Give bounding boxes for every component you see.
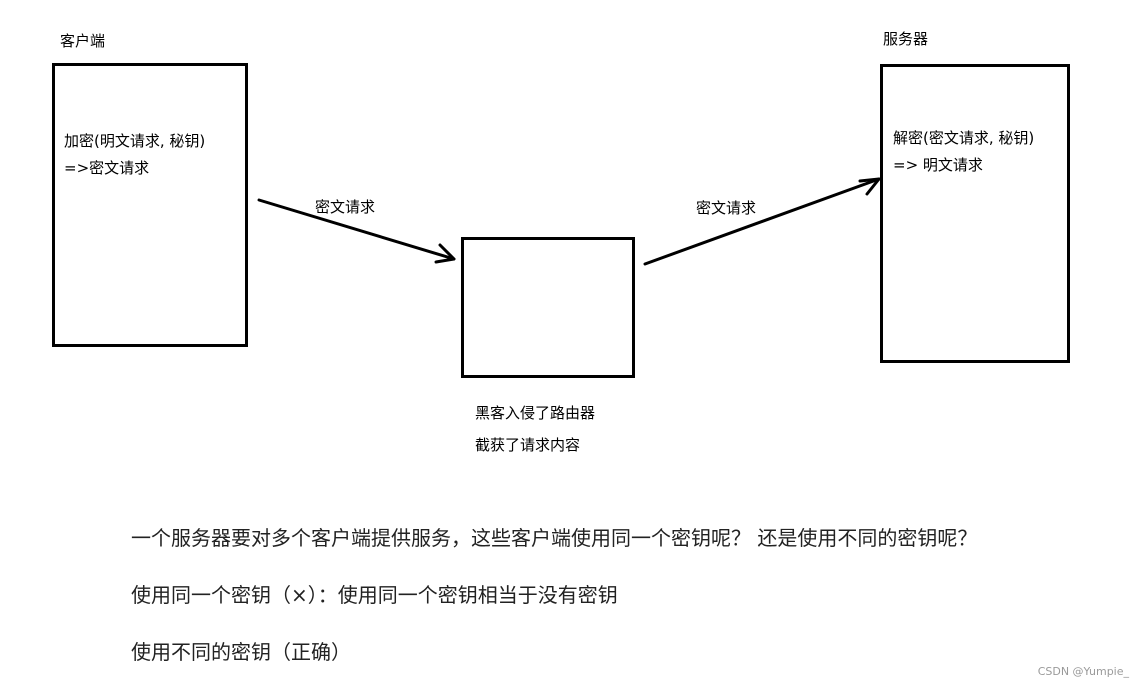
router-caption-1: 黑客入侵了路由器 [475,404,596,422]
server-line-2: => 明文请求 [893,156,983,174]
client-box: 加密(明文请求, 秘钥) =>密文请求 [52,63,248,347]
arrow-label-right: 密文请求 [696,199,757,217]
arrow-label-left: 密文请求 [315,198,376,216]
server-line-1: 解密(密文请求, 秘钥) [893,129,1035,147]
note-same-key: 使用同一个密钥（×）：使用同一个密钥相当于没有密钥 [131,583,618,607]
client-title: 客户端 [60,32,106,50]
router-box [461,237,635,378]
client-line-1: 加密(明文请求, 秘钥) [64,132,206,150]
note-question: 一个服务器要对多个客户端提供服务，这些客户端使用同一个密钥呢？ 还是使用不同的密… [131,526,978,550]
router-caption-2: 截获了请求内容 [475,436,581,454]
note-different-key: 使用不同的密钥（正确） [131,640,351,664]
watermark: CSDN @Yumpie_ [1037,665,1129,678]
arrow-client-to-router [257,198,456,264]
server-box: 解密(密文请求, 秘钥) => 明文请求 [880,64,1070,363]
server-title: 服务器 [883,30,929,48]
client-line-2: =>密文请求 [64,159,150,177]
arrow-router-to-server [643,177,881,266]
